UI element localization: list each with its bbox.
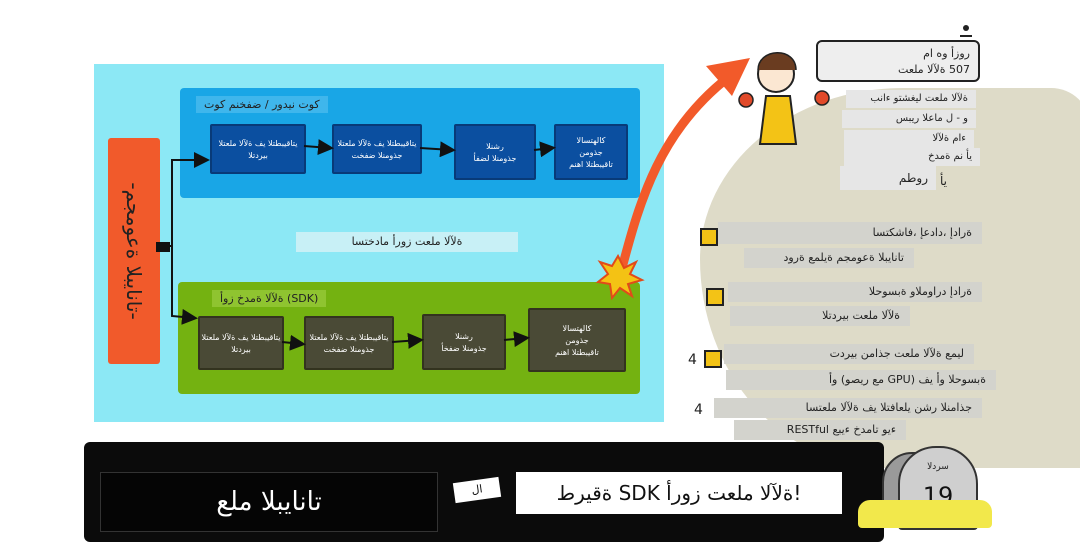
checkbox-icon-1	[700, 228, 718, 246]
top-node-4-line1: كالهتسالا	[576, 135, 606, 145]
person-body-icon	[758, 95, 798, 145]
top-node-2-line2: جذومنلا ضفخت	[351, 150, 403, 160]
top-node-1: يتاقيبطتلا يف ةلآلا ملعتلا بيردتلا	[210, 124, 306, 174]
bottom-node-3-line1: رشنلا	[455, 331, 473, 341]
checklist-1-line1: ةرادإ ،دادعإ ،فاشكتسا	[718, 222, 982, 244]
checklist-3-line1: ليمع ةلآلا ملعت جذامن بيردت	[724, 344, 974, 364]
speech-line2: 507 ةلآلا ملعت	[898, 63, 970, 76]
checklist-2-line1: ةرادإ دراوملاو ةبسوحلا	[728, 282, 982, 302]
banner-right-title: !ةلآلا ملعت زورأ SDK ةقيرط	[516, 472, 842, 514]
top-flow-label: كوت نيدور / ضفخنم كوت	[196, 96, 328, 113]
top-node-3-line2: جذومنلا لضفأ	[473, 153, 517, 163]
checklist-2-line2: ةلآلا ملعت بيردتلا	[730, 306, 910, 326]
checkbox-icon-2	[706, 288, 724, 306]
checkbox-icon-3	[704, 350, 722, 368]
label-ay: يأ	[940, 174, 947, 188]
bottom-node-2-line1: يتاقيبطتلا يف ةلآلا ملعتلا	[309, 332, 389, 342]
top-node-1-line1: يتاقيبطتلا يف ةلآلا ملعتلا	[218, 138, 298, 148]
bottom-arrow-2	[391, 332, 424, 349]
bottom-node-3-line2: جذومنلا ضفخأ	[441, 343, 487, 353]
right-item-4: يأ نم ةمدخ	[844, 148, 980, 166]
checklist-3-line2: ةبسوحلا وأ يف (GPU مع ريصو) وأ	[726, 370, 996, 390]
bottom-node-1-line1: يتاقيبطتلا يف ةلآلا ملعتلا	[201, 332, 281, 342]
checklist-4-line2: ءيو تامدخ ءيبع RESTful	[734, 420, 906, 440]
checklist-3-num: 4	[688, 352, 697, 368]
speech-bubble: روزأ وه ام 507 ةلآلا ملعت	[816, 40, 980, 82]
banner-left-title: تانايبلا ملع	[100, 472, 438, 532]
top-node-2: يتاقيبطتلا يف ةلآلا ملعتلا جذومنلا ضفخت	[332, 124, 422, 174]
checklist-4-line1: جذامنلا رشن يلعافتلا يف ةلآلا ملعتسا	[714, 398, 982, 418]
bottom-node-2-line2: جذومنلا ضفخت	[323, 344, 375, 354]
deploy-arrowhead	[706, 58, 750, 96]
speech-line1: روزأ وه ام	[923, 47, 970, 60]
bottom-node-1-line2: بيردتلا	[231, 344, 251, 354]
top-node-1-line2: بيردتلا	[248, 150, 268, 160]
bottom-flow-label: (SDK) ةلآلا ةمدخ زوأ	[212, 290, 327, 307]
bottom-node-4-line3: تاقيبطتلا اهنم	[555, 347, 599, 357]
top-arrow-1	[303, 139, 334, 156]
middle-label: ةلآلا ملعت زورأ مادختسا	[296, 232, 518, 252]
top-node-4-line3: تاقيبطتلا اهنم	[569, 159, 613, 169]
bottom-node-4: كالهتسالا جذومن تاقيبطتلا اهنم	[528, 308, 626, 372]
branch-bottom-arrow	[171, 246, 198, 325]
checklist-1-line2: تانايبلا ةعومجم ةيلمع ةرود	[744, 248, 914, 268]
top-node-2-line1: يتاقيبطتلا يف ةلآلا ملعتلا	[337, 138, 417, 148]
top-arrow-2	[419, 141, 456, 158]
bottom-arrow-3	[503, 331, 530, 348]
top-node-4-line2: جذومن	[579, 147, 603, 157]
branch-top-arrow	[160, 152, 210, 247]
checklist-4-num: 4	[694, 402, 703, 418]
grass-decoration	[858, 500, 992, 528]
right-item-2: و - ل ماعلا ريبس	[842, 110, 976, 128]
top-node-4: كالهتسالا جذومن تاقيبطتلا اهنم	[554, 124, 628, 180]
top-node-3-line1: رشنلا	[486, 141, 504, 151]
top-arrow-3	[533, 141, 556, 158]
right-item-1: ةلآلا ملعت ليغشتو ءانب	[846, 90, 976, 108]
spark-icon	[595, 253, 645, 301]
bottom-node-3: رشنلا جذومنلا ضفخأ	[422, 314, 506, 370]
bottom-node-4-line1: كالهتسالا	[562, 323, 592, 333]
dataset-bar: -تانايبلا ةعومجم-	[108, 138, 160, 364]
bottom-arrow-1	[281, 334, 306, 351]
tombstone-label: سردلا	[927, 462, 949, 472]
branch-junction	[156, 242, 170, 252]
right-item-5: روطم	[840, 166, 936, 190]
bottom-node-4-line2: جذومن	[565, 335, 589, 345]
right-item-3: ءام ةلآلا	[844, 130, 974, 148]
deploy-arrow	[617, 71, 735, 273]
top-node-3: رشنلا جذومنلا لضفأ	[454, 124, 536, 180]
